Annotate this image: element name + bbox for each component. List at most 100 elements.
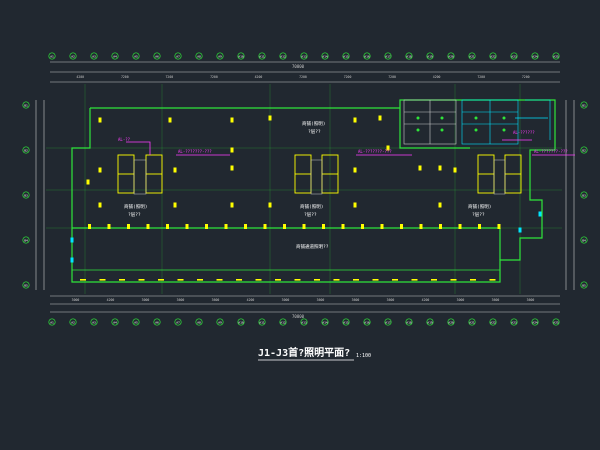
light-fixture <box>168 117 172 123</box>
light-fixture <box>230 165 234 171</box>
grid-label: A9 <box>218 54 222 58</box>
room-label-2: 商铺(照明) <box>302 120 325 127</box>
grid-label: A13 <box>301 54 307 58</box>
light-fixture <box>438 202 442 208</box>
grid-bubble <box>48 318 56 326</box>
annotation-panel: AL-?? <box>118 137 131 142</box>
perimeter-fixture <box>470 279 476 281</box>
room-label-4: 商铺(照明) <box>468 203 491 210</box>
grid-bubble <box>384 52 392 60</box>
grid-label: A19 <box>427 54 433 58</box>
grid-label: A2 <box>71 320 75 324</box>
grid-label: A10 <box>238 320 244 324</box>
grid-label: B2 <box>24 148 28 152</box>
grid-bubble <box>279 318 287 326</box>
grid-label: A20 <box>448 54 454 58</box>
emergency-fixture <box>70 257 74 263</box>
grid-bubble <box>580 191 588 199</box>
grid-label: B1 <box>582 103 586 107</box>
service-core <box>403 99 551 145</box>
light-fixture <box>230 147 234 153</box>
perimeter-fixture <box>489 279 496 281</box>
perimeter-fixture <box>411 279 418 281</box>
grid-bubble <box>22 281 30 289</box>
corridor-fixture <box>107 224 111 229</box>
corridor-fixture <box>458 224 462 229</box>
perimeter-fixture <box>372 279 379 281</box>
dimension-value: 3600 <box>212 298 220 302</box>
perimeter-fixture <box>431 279 437 281</box>
top-dimension-lines <box>50 61 560 83</box>
grid-bubble <box>237 318 245 326</box>
grid-label: A25 <box>553 54 559 58</box>
grid-label: A7 <box>176 320 180 324</box>
grid-label: A24 <box>532 54 538 58</box>
top-total-dimension: 70800 <box>292 64 305 69</box>
perimeter-fixture <box>236 279 242 281</box>
annotation-circuit-3: AL-???????-??? <box>534 149 568 154</box>
light-fixture <box>353 167 357 173</box>
grid-bubble <box>48 52 56 60</box>
grid-bubble <box>342 52 350 60</box>
grid-label: A22 <box>490 54 496 58</box>
dimension-value: 3600 <box>352 298 360 302</box>
dimension-value: 7200 <box>121 75 129 79</box>
grid-bubble <box>342 318 350 326</box>
perimeter-fixture <box>392 279 398 281</box>
perimeter-fixture <box>333 279 340 281</box>
grid-label: A19 <box>427 320 433 324</box>
drawing-scale: 1:100 <box>356 353 371 359</box>
grid-label: A14 <box>322 54 328 58</box>
grid-bubble <box>216 52 224 60</box>
annotation-circuit-4: AL-?????? <box>513 130 535 135</box>
corridor-fixture <box>341 224 345 229</box>
bottom-total-dimension: 70800 <box>292 314 305 319</box>
grid-bubble <box>580 146 588 154</box>
grid-bubble <box>321 52 329 60</box>
grid-bubble <box>321 318 329 326</box>
circuit-wiring <box>126 117 575 156</box>
grid-label: A20 <box>448 320 454 324</box>
grid-label: A23 <box>511 54 517 58</box>
grid-label: A18 <box>406 320 412 324</box>
perimeter-fixture <box>275 279 281 281</box>
grid-bubble <box>153 52 161 60</box>
grid-label: A4 <box>113 320 117 324</box>
dimension-value: 3000 <box>142 298 150 302</box>
grid-bubble <box>22 146 30 154</box>
light-fixture <box>386 145 390 151</box>
corridor-fixture <box>302 224 306 229</box>
grid-bubble <box>510 318 518 326</box>
perimeter-fixture <box>255 279 262 281</box>
perimeter-fixture <box>450 279 457 281</box>
grid-bubble <box>195 318 203 326</box>
corridor-fixture <box>146 224 150 229</box>
corridor-fixture <box>283 224 286 229</box>
grid-bubble <box>552 318 560 326</box>
light-fixture <box>418 165 422 171</box>
grid-bubble <box>580 101 588 109</box>
light-fixture <box>353 202 357 208</box>
grid-bubble <box>363 318 371 326</box>
dimension-value: 4200 <box>76 75 84 79</box>
grid-label: B3 <box>24 193 28 197</box>
corridor-fixture <box>263 224 267 229</box>
perimeter-fixture <box>314 279 320 281</box>
grid-label: A18 <box>406 54 412 58</box>
corridor-fixture <box>322 224 325 229</box>
dimension-value: 4200 <box>255 75 263 79</box>
perimeter-fixtures <box>70 211 542 281</box>
dimension-value: 3600 <box>387 298 395 302</box>
grid-bubble <box>580 236 588 244</box>
grid-label: A23 <box>511 320 517 324</box>
grid-label: A5 <box>134 54 138 58</box>
grid-bubble <box>111 318 119 326</box>
grid-label: A6 <box>155 54 159 58</box>
corridor-fixture <box>244 224 247 229</box>
grid-label: A6 <box>155 320 159 324</box>
grid-label: A16 <box>364 320 370 324</box>
corridor-fixture <box>88 224 91 229</box>
